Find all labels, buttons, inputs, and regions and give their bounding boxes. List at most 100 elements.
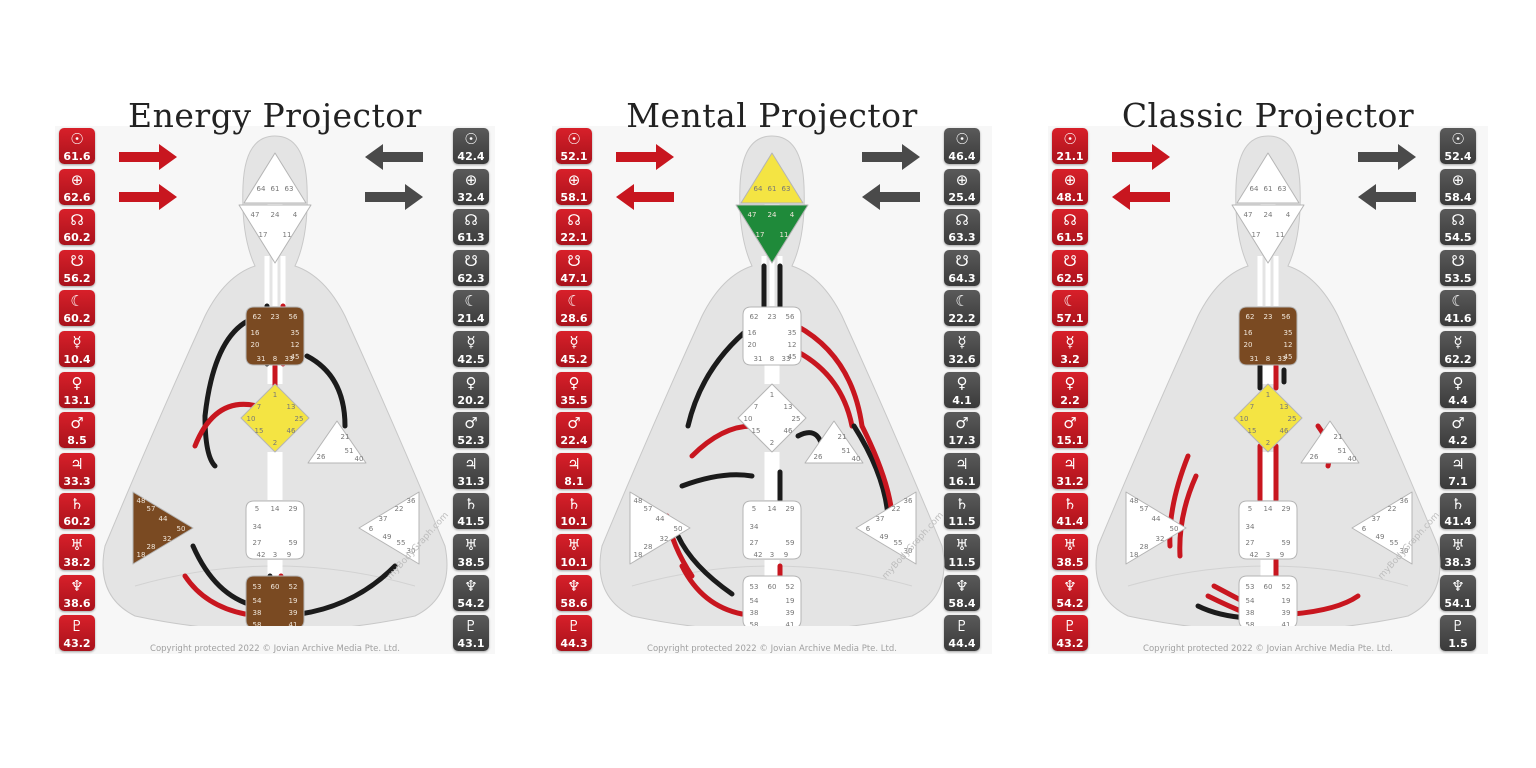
south-node-icon: ☋ [567,251,581,270]
activation-value: 58.1 [560,190,588,204]
mercury-activation: ☿10.4 [59,330,95,367]
moon-icon: ☾ [70,292,84,311]
north-node-activation: ☊54.5 [1440,209,1476,246]
pluto-activation: ♇43.2 [59,615,95,652]
activation-value: 38.6 [63,596,91,610]
gate-label: 38 [750,609,759,617]
gate-label: 23 [271,313,280,321]
gate-label: 11 [780,231,789,239]
gate-label: 24 [271,211,280,219]
earth-icon: ⊕ [1063,170,1077,189]
moon-icon: ☾ [1063,292,1077,311]
moon-activation: ☾28.6 [556,290,592,327]
gate-label: 46 [287,427,296,435]
gate-label: 22 [395,505,404,513]
gate-label: 15 [1248,427,1257,435]
gate-label: 4 [293,211,298,219]
panel-energy-projector: Energy Projector ☉61.6⊕62.6☊60.2☋56.2☾60… [55,96,495,658]
gate-label: 13 [1280,403,1289,411]
gate-label: 35 [291,329,300,337]
earth-activation: ⊕58.1 [556,168,592,205]
gate-label: 36 [1400,497,1409,505]
activation-value: 10.4 [63,352,91,366]
neptune-icon: ♆ [567,576,581,595]
gate-label: 8 [1266,355,1270,363]
gate-label: 56 [786,313,795,321]
sun-icon: ☉ [1451,130,1465,148]
spleen-center [1125,491,1187,565]
gate-label: 16 [251,329,260,337]
gate-label: 60 [271,583,280,591]
activation-value: 63.3 [948,231,976,245]
mars-icon: ♂ [70,414,84,433]
sun-activation: ☉52.1 [556,128,592,164]
gate-label: 5 [255,505,259,513]
arrow-shape [365,144,423,170]
sacral-center [1238,500,1298,560]
gate-label: 64 [754,185,763,193]
activation-value: 1.5 [1448,637,1468,651]
pluto-icon: ♇ [955,617,969,636]
arrow-right-icon [119,144,177,170]
mercury-activation: ☿32.6 [944,330,980,367]
active-channel [679,472,755,489]
gate-label: 19 [289,597,298,605]
uranus-icon: ♅ [1063,535,1077,554]
activation-value: 8.1 [564,474,584,488]
gate-label: 9 [1280,551,1284,559]
activation-value: 53.5 [1444,271,1472,285]
saturn-activation: ♄11.5 [944,493,980,530]
sun-activation: ☉46.4 [944,128,980,164]
south-node-activation: ☋53.5 [1440,249,1476,286]
pluto-activation: ♇44.4 [944,615,980,652]
gate-label: 31 [754,355,763,363]
mercury-icon: ☿ [72,332,82,351]
gate-label: 55 [1390,539,1399,547]
gate-label: 54 [253,597,262,605]
activation-value: 10.1 [560,515,588,529]
gate-label: 61 [271,185,280,193]
gate-label: 17 [1252,231,1261,239]
activation-value: 31.2 [1056,474,1084,488]
activation-value: 13.1 [63,393,91,407]
mercury-icon: ☿ [1453,332,1463,351]
gate-label: 37 [1372,515,1381,523]
gate-label: 28 [644,543,653,551]
mars-icon: ♂ [955,414,969,433]
active-channel [675,533,735,597]
g-center [240,383,310,453]
mars-icon: ♂ [1451,414,1465,433]
gate-label: 29 [1282,505,1291,513]
gate-label: 12 [291,341,300,349]
gate-label: 26 [1310,453,1319,461]
activation-value: 28.6 [560,312,588,326]
activation-value: 11.5 [948,515,976,529]
gate-label: 19 [1282,597,1291,605]
activation-value: 54.1 [1444,596,1472,610]
gate-label: 62 [750,313,759,321]
north-node-icon: ☊ [1451,211,1465,230]
throat-center [742,306,802,366]
north-node-activation: ☊61.3 [453,209,489,246]
gate-label: 31 [257,355,266,363]
venus-icon: ♀ [1064,373,1076,392]
sacral-center [245,500,305,560]
activation-value: 41.5 [457,515,485,529]
gate-label: 17 [756,231,765,239]
sacral-center [742,500,802,560]
root-center [245,575,305,626]
gate-label: 61 [768,185,777,193]
earth-activation: ⊕62.6 [59,168,95,205]
gate-label: 12 [788,341,797,349]
mercury-activation: ☿45.2 [556,330,592,367]
heart-center [307,420,367,464]
gate-label: 2 [273,439,277,447]
gate-label: 15 [752,427,761,435]
sun-activation: ☉21.1 [1052,128,1088,164]
arrow-left-icon [862,184,920,210]
mercury-icon: ☿ [466,332,476,351]
gate-label: 9 [287,551,291,559]
activation-value: 48.1 [1056,190,1084,204]
head-center [1236,152,1300,204]
moon-icon: ☾ [1451,292,1465,311]
